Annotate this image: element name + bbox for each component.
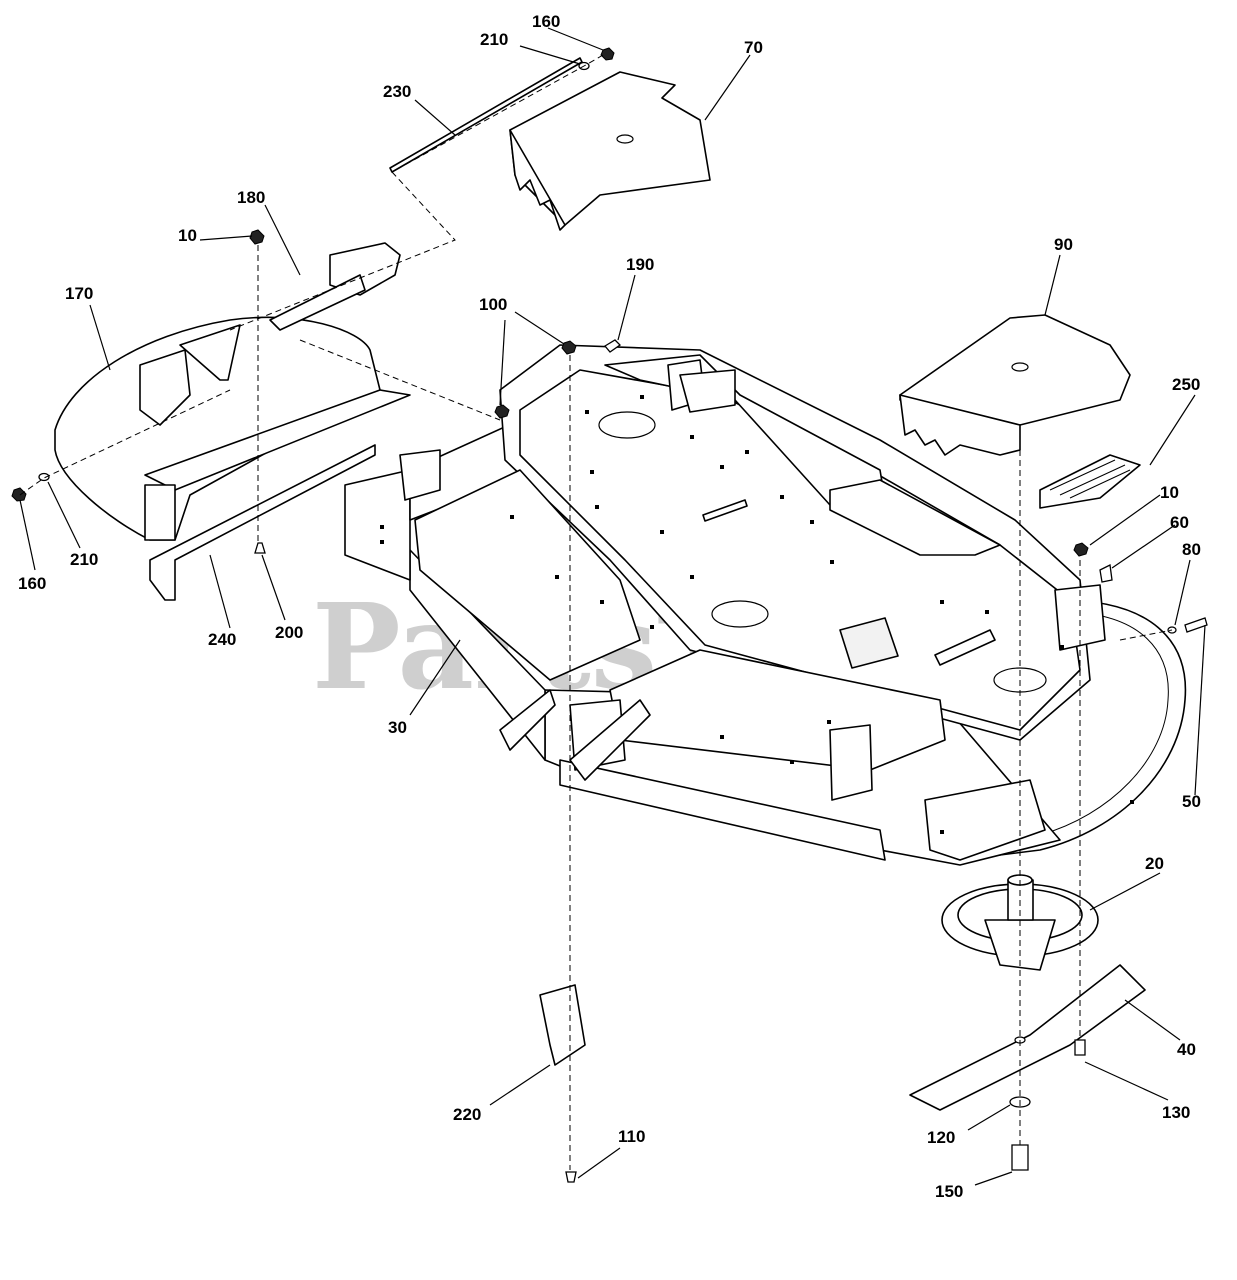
callout-150: 150: [935, 1182, 963, 1201]
callout-90: 90: [1054, 235, 1073, 254]
bracket-180[interactable]: [269, 242, 401, 331]
callout-30: 30: [388, 718, 407, 737]
deflector-220[interactable]: [539, 984, 586, 1066]
callout-210-left: 210: [70, 550, 98, 569]
bolt-200: [254, 542, 266, 554]
bolt-190: [604, 339, 622, 353]
nut-100-b: [494, 404, 510, 419]
callout-210-top: 210: [480, 30, 508, 49]
bolt-150: [1011, 1144, 1029, 1171]
callout-250: 250: [1172, 375, 1200, 394]
callout-200: 200: [275, 623, 303, 642]
callout-40: 40: [1177, 1040, 1196, 1059]
foot-pad-250[interactable]: [1039, 454, 1141, 509]
callout-10-right: 10: [1160, 483, 1179, 502]
rod-230[interactable]: [389, 57, 583, 173]
nut-10-right: [1073, 542, 1089, 557]
nut-160-top: [600, 47, 615, 61]
mower-deck-shell[interactable]: [344, 344, 1187, 866]
nut-100-a: [561, 340, 577, 355]
callout-190: 190: [626, 255, 654, 274]
callout-160-left: 160: [18, 574, 46, 593]
callout-240: 240: [208, 630, 236, 649]
belt-shield-70[interactable]: [509, 71, 711, 231]
bolt-130: [1074, 1039, 1086, 1056]
callout-160-top: 160: [532, 12, 560, 31]
deck-mount-holes: [380, 395, 1134, 834]
belt-shield-90[interactable]: [899, 314, 1131, 456]
callout-230: 230: [383, 82, 411, 101]
callout-100: 100: [479, 295, 507, 314]
baffle-240[interactable]: [149, 444, 376, 601]
callout-labels: 160 210 70 230 180 10 170 190 100 90 250…: [18, 12, 1201, 1201]
leader-lines: [19, 27, 1206, 1186]
nut-160-left: [11, 487, 27, 502]
callout-20: 20: [1145, 854, 1164, 873]
callout-80: 80: [1182, 540, 1201, 559]
washer-210-left: [38, 472, 50, 482]
callout-10-left: 10: [178, 226, 197, 245]
callout-220: 220: [453, 1105, 481, 1124]
callout-70: 70: [744, 38, 763, 57]
belt-cover-left[interactable]: [54, 316, 411, 541]
callout-110: 110: [618, 1127, 645, 1146]
callout-50: 50: [1182, 792, 1201, 811]
bolt-110: [565, 1171, 577, 1183]
callout-180: 180: [237, 188, 265, 207]
bolt-50: [1184, 617, 1208, 633]
callout-130: 130: [1162, 1103, 1190, 1122]
callout-120: 120: [927, 1128, 955, 1147]
nut-10-left: [249, 229, 265, 245]
callout-60: 60: [1170, 513, 1189, 532]
callout-170: 170: [65, 284, 93, 303]
assembly-lines: [19, 54, 1173, 1170]
blade-40[interactable]: [909, 964, 1146, 1111]
clip-60: [1099, 564, 1113, 583]
